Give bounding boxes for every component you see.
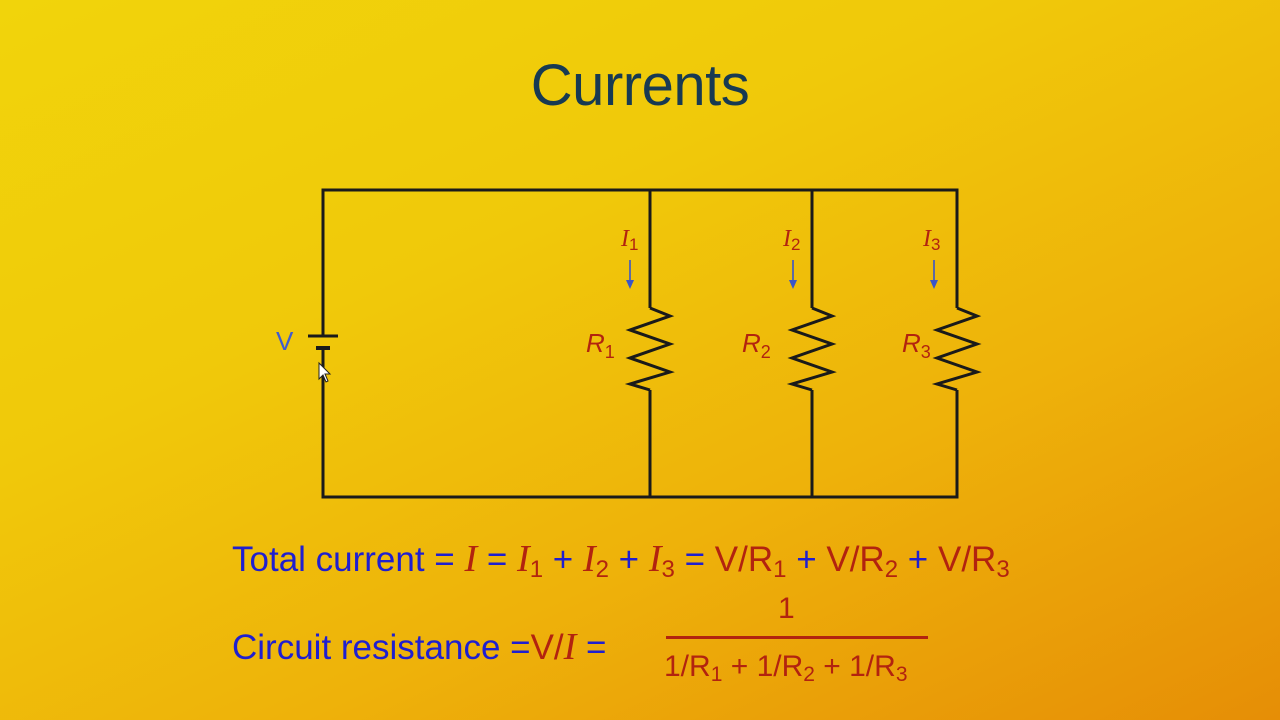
current-arrow-1 <box>626 260 634 289</box>
resistor-label-1: R1 <box>586 328 615 362</box>
current-label-1: I1 <box>620 226 638 254</box>
circuit-resistance-label: Circuit resistance = <box>232 628 531 667</box>
fraction-numerator: 1 <box>778 592 795 625</box>
fraction-denominator: 1/R1 + 1/R2 + 1/R3 <box>664 650 908 686</box>
current-arrow-3 <box>930 260 938 289</box>
fraction-bar <box>666 636 928 639</box>
current-arrows <box>626 260 938 289</box>
circuit-resistance-equation: Circuit resistance =V/I = <box>232 626 607 668</box>
battery-symbol <box>308 334 338 350</box>
wire-top <box>321 188 959 336</box>
current-label-2: I2 <box>782 226 800 254</box>
slide-title: Currents <box>530 53 750 118</box>
resistor-2-zigzag <box>786 306 837 392</box>
wire-bottom <box>321 348 959 499</box>
circuit-wires <box>321 188 982 499</box>
resistor-3-zigzag <box>931 306 982 392</box>
current-label-3: I3 <box>922 226 940 254</box>
voltage-label: V <box>276 326 294 356</box>
total-current-label: Total current = <box>232 540 455 579</box>
total-current-equation: Total current = I = I1 + I2 + I3 = V/R1 … <box>232 538 1010 583</box>
current-arrow-2 <box>789 260 797 289</box>
resistor-label-3: R3 <box>902 328 931 362</box>
mouse-cursor-icon <box>318 361 332 383</box>
resistor-label-2: R2 <box>742 328 771 362</box>
resistor-1-zigzag <box>624 306 675 392</box>
